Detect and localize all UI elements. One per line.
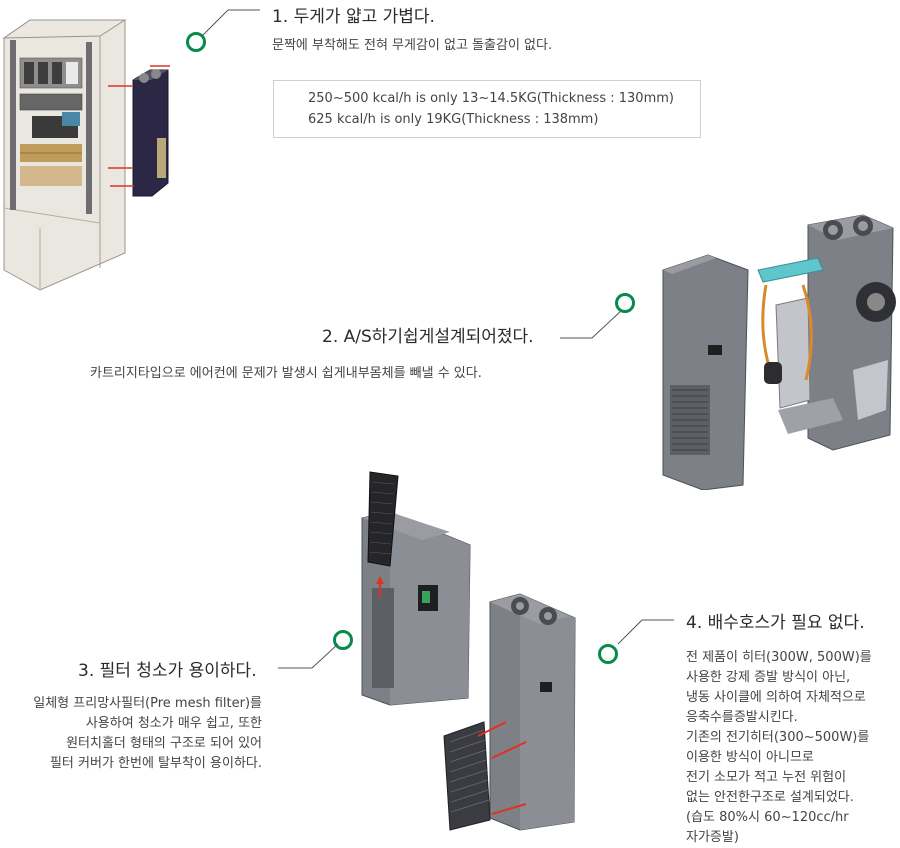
section1-spec-box: 250~500 kcal/h is only 13~14.5KG(Thickne… <box>273 80 701 138</box>
spec-line-2: 625 kcal/h is only 19KG(Thickness : 138m… <box>308 112 599 127</box>
section4-line-2: 사용한 강제 증발 방식이 아닌, <box>686 670 851 685</box>
section3-line-2: 사용하여 청소가 매우 쉽고, 또한 <box>85 716 262 731</box>
exploded-cartridge-illustration <box>658 210 898 490</box>
section3-description: 일체형 프리망사필터(Pre mesh filter)를 사용하여 청소가 매우… <box>33 694 262 774</box>
section3-line-3: 원터치홀더 형태의 구조로 되어 있어 <box>66 736 262 751</box>
section2-leader-line <box>560 309 623 339</box>
section4-marker-icon <box>598 644 618 664</box>
cabinet-with-door-unit-illustration <box>0 8 175 293</box>
section4-line-8: 없는 안전한구조로 설계되었다. <box>686 790 854 805</box>
section4-line-3: 냉동 사이클에 의하여 자체적으로 <box>686 690 866 705</box>
section3-line-1: 일체형 프리망사필터(Pre mesh filter)를 <box>33 696 262 711</box>
section2-description: 카트리지타입으로 에어컨에 문제가 발생시 쉽게내부몸체를 빼낼 수 있다. <box>90 366 482 381</box>
section3-leader-line <box>278 643 339 669</box>
filter-unit-illustration <box>360 470 475 710</box>
no-drain-unit-illustration <box>440 590 580 840</box>
section3-marker-icon <box>333 630 353 650</box>
section3-line-4: 필터 커버가 한번에 탈부착이 용이하다. <box>49 756 262 771</box>
section4-line-1: 전 제품이 히터(300W, 500W)를 <box>686 650 872 665</box>
spec-line-1: 250~500 kcal/h is only 13~14.5KG(Thickne… <box>308 91 674 106</box>
section2-marker-icon <box>615 293 635 313</box>
section4-line-5: 기존의 전기히터(300~500W)를 <box>686 730 870 745</box>
section2-title: 2. A/S하기쉽게설계되어졌다. <box>322 327 534 347</box>
section4-line-4: 응축수를증발시킨다. <box>686 710 798 725</box>
section1-description: 문짝에 부착해도 전혀 무게감이 없고 돌출감이 없다. <box>272 38 553 53</box>
section4-line-6: 이용한 방식이 아니므로 <box>686 750 814 765</box>
section3-title: 3. 필터 청소가 용이하다. <box>78 661 257 681</box>
section4-line-7: 전기 소모가 적고 누전 위험이 <box>686 770 847 785</box>
section4-line-9: (습도 80%시 60~120cc/hr <box>686 810 849 825</box>
section1-title: 1. 두게가 얇고 가볍다. <box>272 7 435 27</box>
section4-leader-line <box>617 619 674 645</box>
section4-line-10: 자가증발) <box>686 830 739 845</box>
section1-leader-line <box>201 9 260 37</box>
section1-marker-icon <box>186 32 206 52</box>
section4-description: 전 제품이 히터(300W, 500W)를 사용한 강제 증발 방식이 아닌, … <box>686 648 872 848</box>
section4-title: 4. 배수호스가 필요 없다. <box>686 613 865 633</box>
